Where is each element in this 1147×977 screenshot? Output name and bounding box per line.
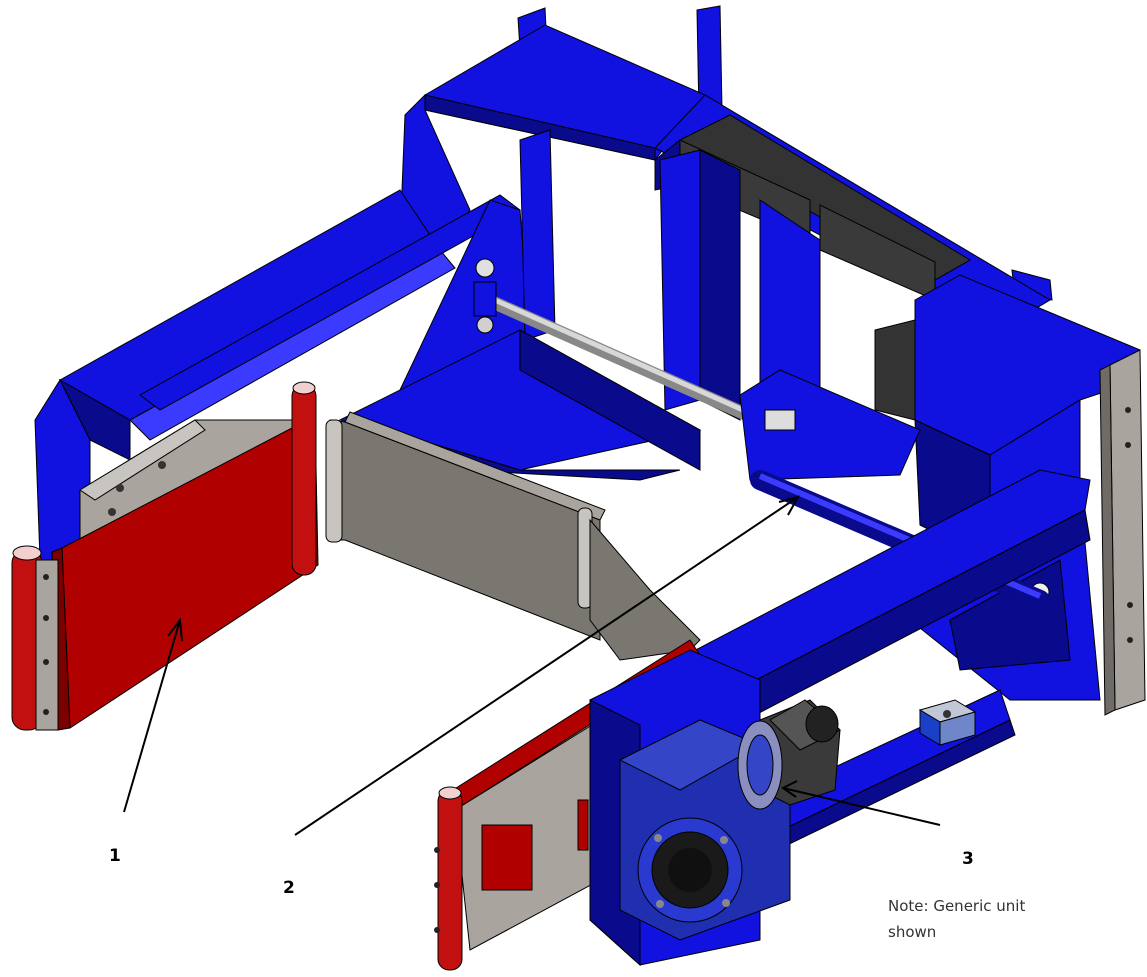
callout-3: 3	[962, 849, 974, 869]
left-connecting-strap	[325, 411, 606, 641]
note-line-2: shown	[888, 923, 937, 941]
right-connecting-strap	[589, 518, 701, 661]
note-line-1: Note: Generic unit	[888, 897, 1026, 915]
generic-unit-note: Note: Generic unit shown	[888, 893, 1108, 945]
electric-motor	[737, 699, 841, 810]
callout-1: 1	[109, 846, 121, 866]
leader-lines	[123, 495, 941, 836]
left-clamp-pad	[11, 381, 319, 731]
right-end-plate	[1099, 349, 1146, 716]
left-side-arm	[34, 189, 521, 561]
top-left-head-block	[399, 24, 706, 251]
pipe-clamp-block	[918, 699, 977, 746]
callout-2: 2	[283, 878, 295, 898]
tie-rod	[473, 258, 777, 432]
